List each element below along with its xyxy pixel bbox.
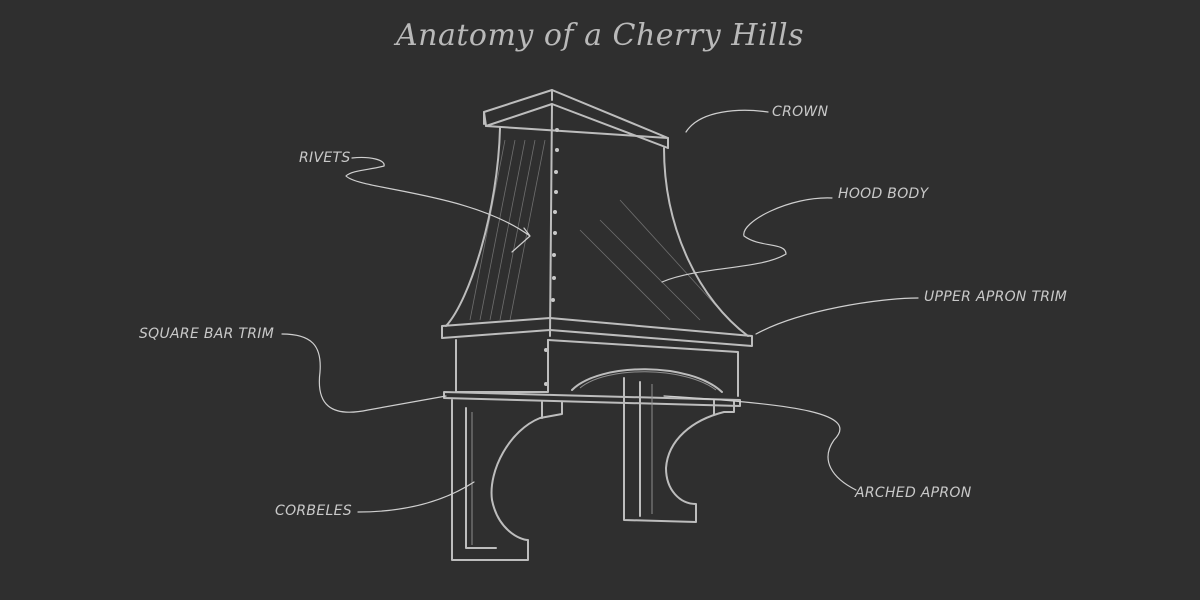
upper-apron-trim-label: UPPER APRON TRIM xyxy=(924,289,1068,305)
hood-body xyxy=(445,103,749,337)
arched-apron-leader xyxy=(663,395,857,491)
square-bar-trim-label: SQUARE BAR TRIM xyxy=(139,326,275,342)
square-bar-trim xyxy=(443,391,741,407)
arched-apron xyxy=(455,339,739,397)
hood-body-leader xyxy=(661,197,833,283)
crown xyxy=(483,89,669,149)
rivets-leader xyxy=(345,156,531,253)
hood-body-shading xyxy=(469,139,721,321)
corbeles-leader xyxy=(357,481,475,513)
corbeles-label: CORBELES xyxy=(275,503,352,519)
upper-apron-trim xyxy=(441,317,753,347)
crown-label: CROWN xyxy=(772,104,829,120)
leader-lines xyxy=(281,109,919,513)
hood-body-label: HOOD BODY xyxy=(838,186,929,202)
square-bar-trim-leader xyxy=(281,333,447,413)
diagram-title: Anatomy of a Cherry Hills xyxy=(395,18,805,53)
arched-apron-label: ARCHED APRON xyxy=(855,485,972,501)
rivets xyxy=(544,128,559,386)
right-corbel xyxy=(623,377,735,523)
crown-leader xyxy=(685,109,769,133)
left-corbel xyxy=(451,399,563,561)
rivets-label: RIVETS xyxy=(299,150,351,166)
upper-apron-trim-leader xyxy=(755,297,919,335)
